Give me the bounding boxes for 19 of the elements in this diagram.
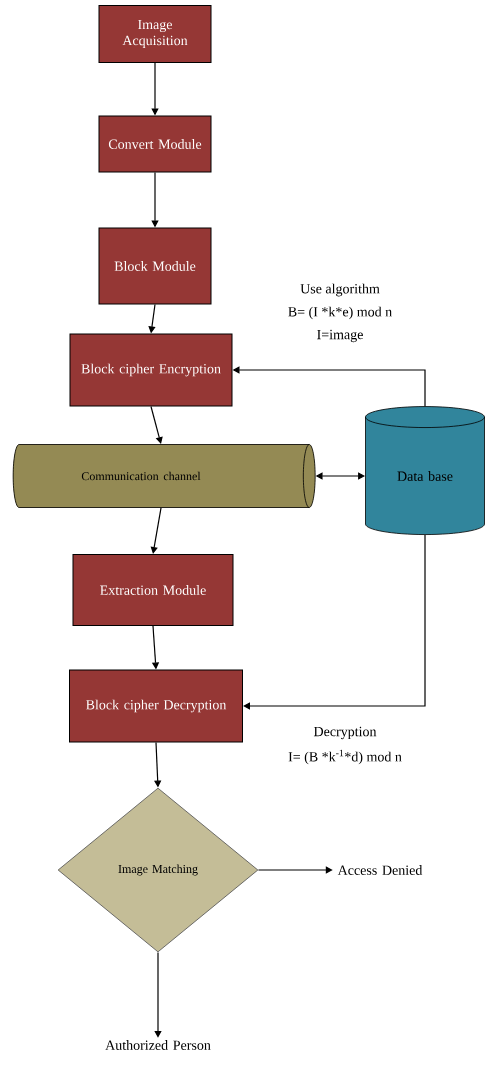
annotation-text: Decryption bbox=[313, 726, 377, 740]
terminal-text: Authorized Person bbox=[105, 1040, 211, 1050]
annotation-text: I= (B *k$^{-1}$*d) mod n bbox=[288, 749, 402, 765]
database-cylinder: Data base bbox=[365, 406, 485, 535]
terminal-text: Access Denied bbox=[337, 865, 423, 875]
arrow bbox=[150, 507, 162, 554]
annotation-text: B= (I *k*e) mod n bbox=[288, 306, 392, 320]
channel-cylinder: Communication channel bbox=[12, 444, 316, 508]
process-box: Block cipher Encryption bbox=[69, 333, 233, 407]
arrow bbox=[243, 534, 426, 710]
process-box: Convert Module bbox=[98, 115, 212, 173]
process-box: Block cipher Decryption bbox=[69, 669, 243, 743]
process-box: Extraction Module bbox=[72, 554, 234, 626]
process-box: Block Module bbox=[98, 227, 212, 305]
process-box: Image Acquisition bbox=[98, 5, 212, 63]
annotation-text: I=image bbox=[317, 329, 363, 343]
arrow bbox=[257, 866, 333, 874]
annotation-text: Use algorithm bbox=[300, 283, 380, 297]
arrow bbox=[154, 951, 162, 1038]
